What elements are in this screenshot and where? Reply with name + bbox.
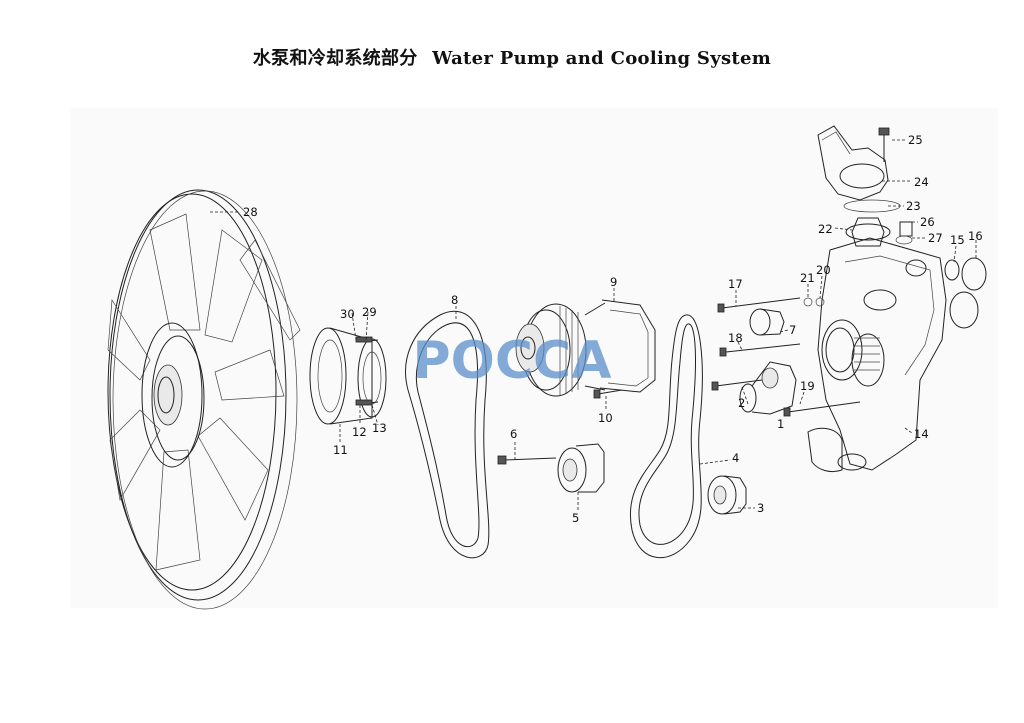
- callout-14: 14: [914, 427, 929, 441]
- page-title: 水泵和冷却系统部分 Water Pump and Cooling System: [0, 44, 1024, 70]
- water-pump-housing: [807, 237, 947, 473]
- callout-22: 22: [818, 222, 833, 236]
- callout-27: 27: [928, 231, 943, 245]
- fan-spacer-assembly: [309, 327, 387, 425]
- title-en: Water Pump and Cooling System: [432, 48, 772, 69]
- watermark: POCCA: [413, 331, 612, 391]
- callout-11: 11: [333, 443, 348, 457]
- callout-1: 1: [777, 417, 784, 431]
- callout-25: 25: [908, 133, 923, 147]
- callout-24: 24: [914, 175, 929, 189]
- callout-3: 3: [757, 501, 764, 515]
- callout-12: 12: [352, 425, 367, 439]
- callout-6: 6: [510, 427, 517, 441]
- idler-pulley: [497, 443, 605, 493]
- callout-10: 10: [598, 411, 613, 425]
- callout-21: 21: [800, 271, 815, 285]
- callout-20: 20: [816, 263, 831, 277]
- small-pulley: [707, 475, 747, 515]
- callout-17: 17: [728, 277, 743, 291]
- leader-lines: [210, 139, 977, 512]
- callout-7: 7: [789, 323, 796, 337]
- callout-16: 16: [968, 229, 983, 243]
- callout-29: 29: [362, 305, 377, 319]
- callout-28: 28: [243, 205, 258, 219]
- callout-5: 5: [572, 511, 579, 525]
- belt-rear: [630, 314, 703, 558]
- tensioner-bolts: [593, 297, 861, 417]
- pulley-bracket: [515, 299, 656, 397]
- callout-19: 19: [800, 379, 815, 393]
- callout-26: 26: [920, 215, 935, 229]
- thermostat-housing: [803, 125, 987, 329]
- callout-2: 2: [738, 396, 745, 410]
- callout-23: 23: [906, 199, 921, 213]
- callout-8: 8: [451, 293, 458, 307]
- callout-labels: 28 1 2 3 4 5 6 7 8 9 10 11 12 13 14 15 1…: [243, 133, 983, 525]
- belt-front: [405, 310, 490, 559]
- fan-assembly: [107, 189, 301, 610]
- callout-9: 9: [610, 275, 617, 289]
- callout-13: 13: [372, 421, 387, 435]
- title-zh: 水泵和冷却系统部分: [252, 48, 418, 69]
- callout-30: 30: [340, 307, 355, 321]
- callout-4: 4: [732, 451, 739, 465]
- callout-15: 15: [950, 233, 965, 247]
- callout-18: 18: [728, 331, 743, 345]
